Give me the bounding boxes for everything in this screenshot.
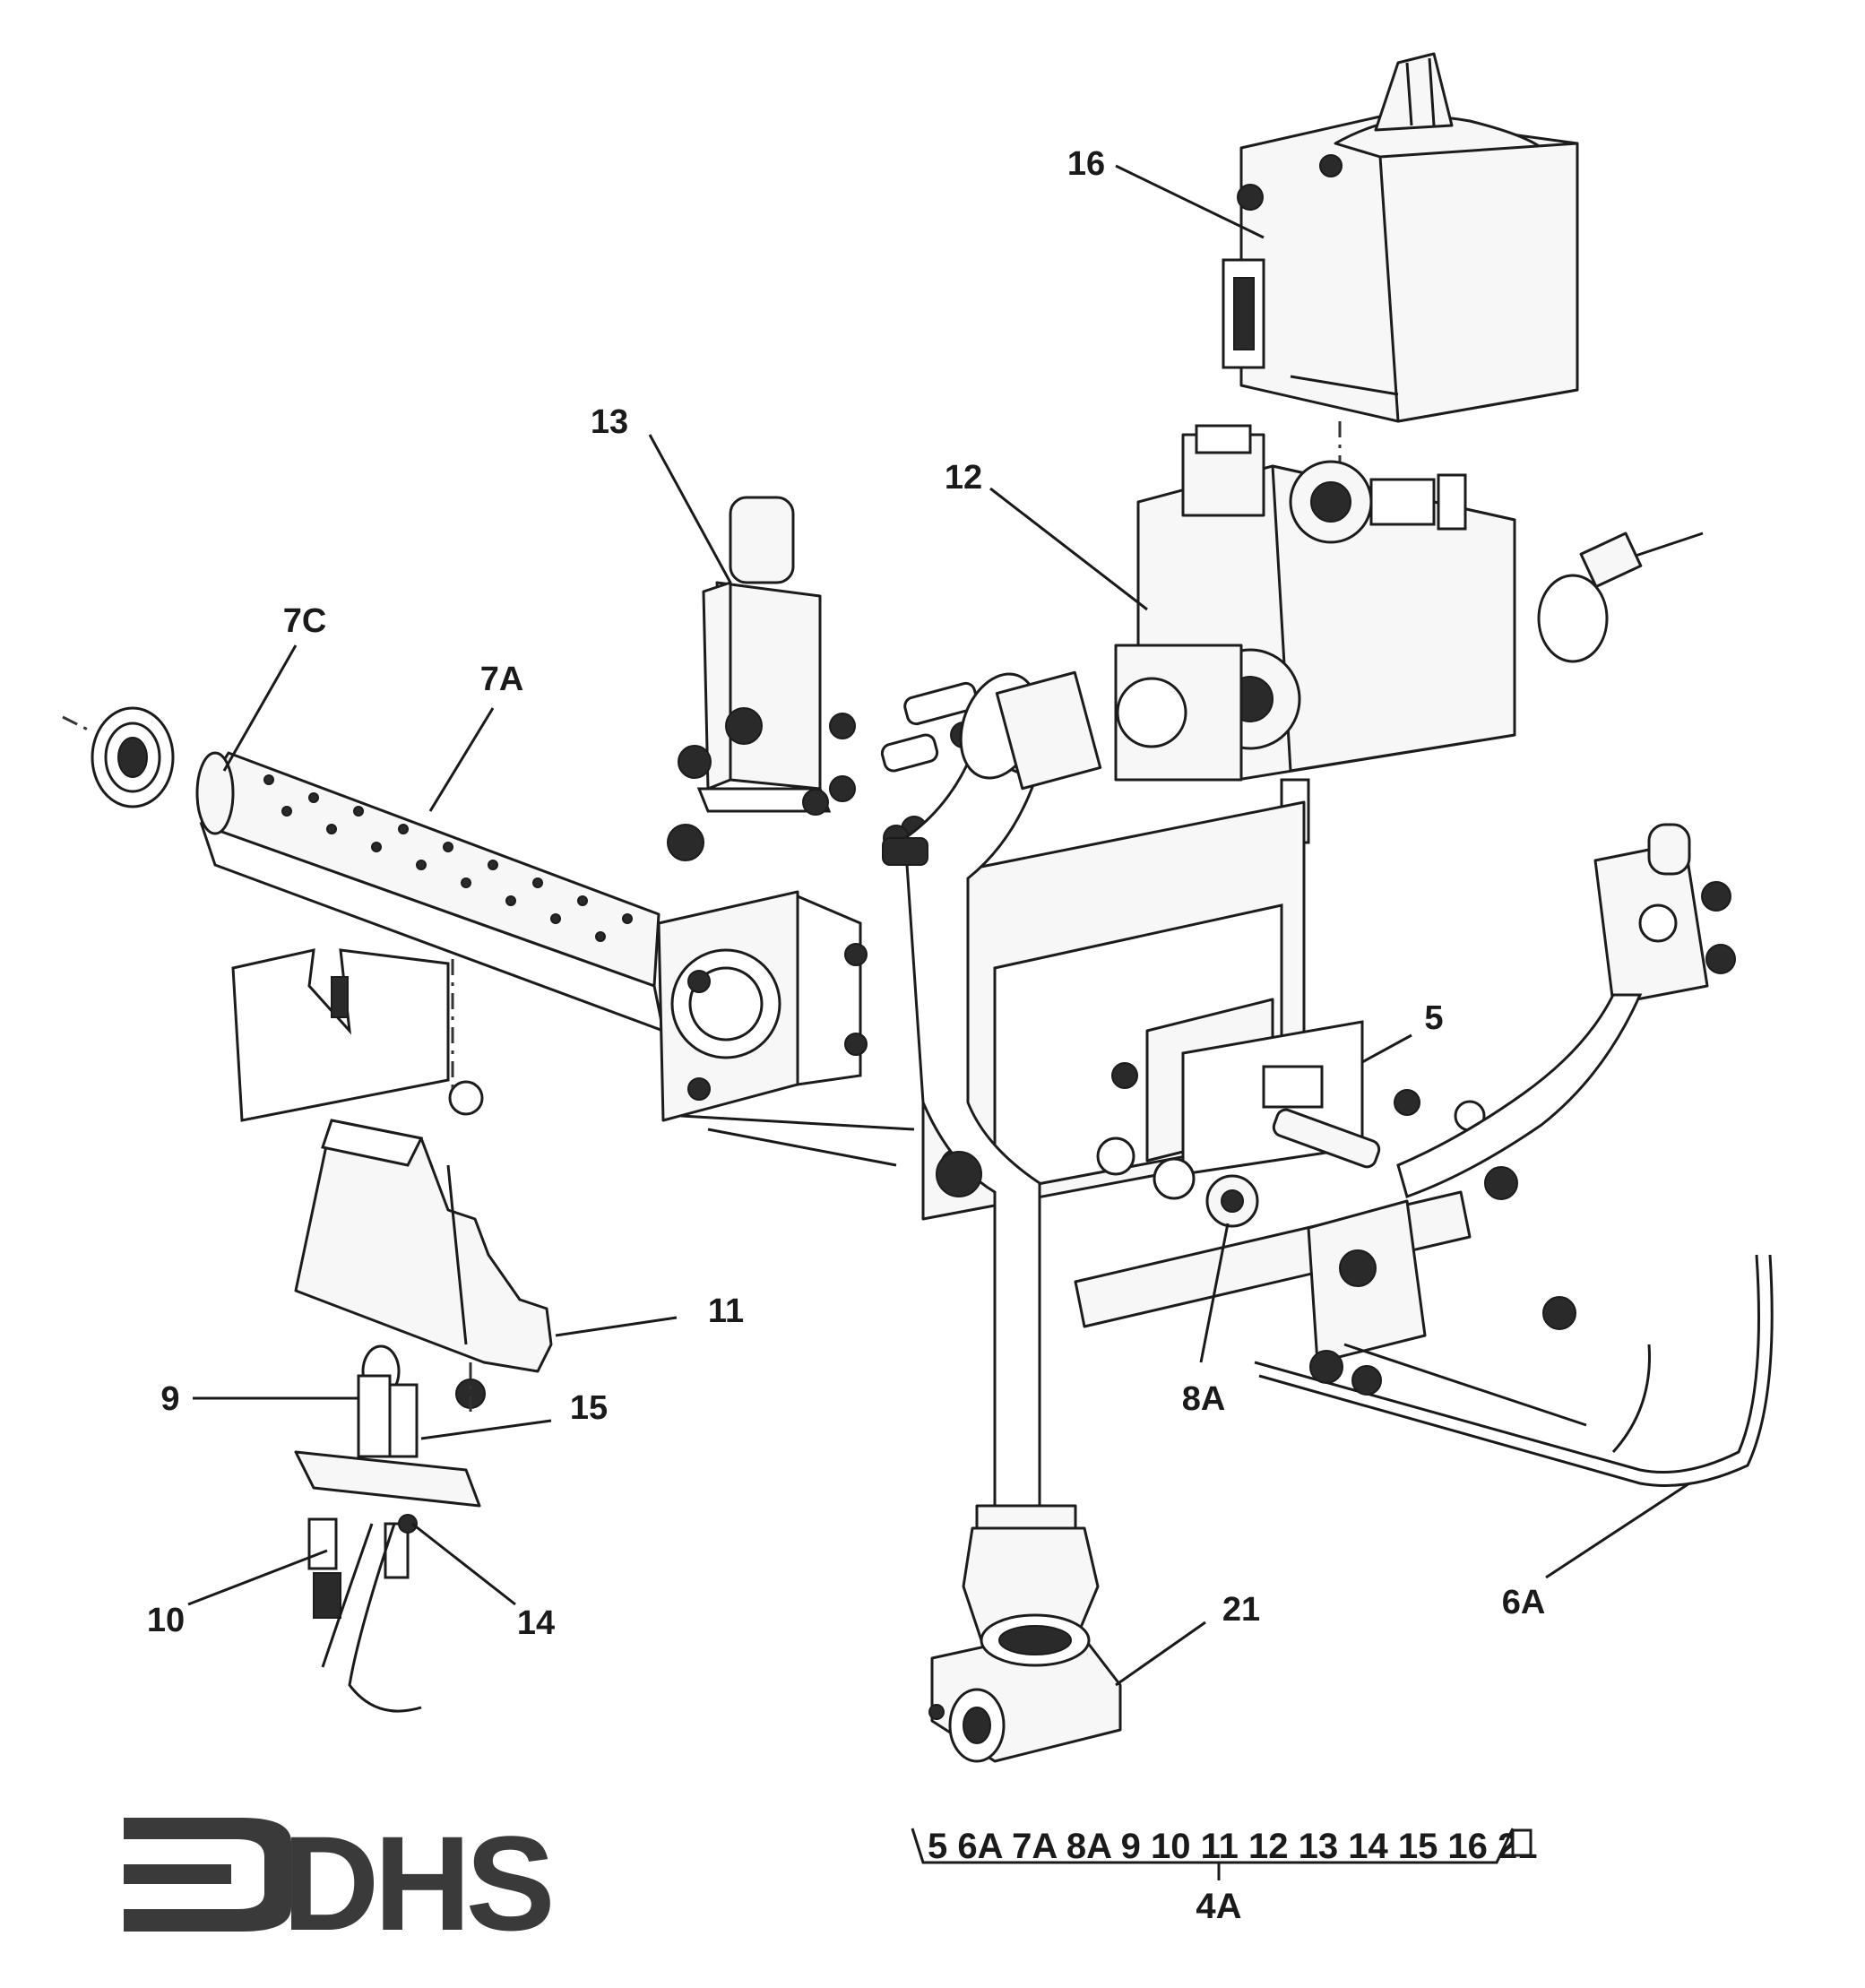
callout-11: 11 xyxy=(708,1292,744,1330)
assembly-bracket: 5 6A 7A 8A 9 10 11 12 13 14 15 16 21 4A xyxy=(911,1827,1538,1926)
burner-mount-plate xyxy=(657,890,868,1122)
parallel-line-1 xyxy=(680,1114,915,1131)
part-16-control-module xyxy=(1222,52,1579,423)
callout-21: 21 xyxy=(1222,1591,1260,1629)
callout-6a: 6A xyxy=(1502,1584,1546,1621)
leader-16 xyxy=(1115,164,1265,239)
logo-bracket-mark xyxy=(124,1818,291,1932)
callout-7c: 7C xyxy=(283,602,327,640)
part-11-heat-shield-lower xyxy=(294,1119,553,1373)
leader-6a xyxy=(1545,1482,1690,1579)
assembly-label: 4A xyxy=(1196,1887,1241,1926)
leader-5 xyxy=(1361,1033,1412,1064)
callout-9: 9 xyxy=(160,1380,179,1418)
leader-8a xyxy=(1199,1223,1230,1363)
leader-11 xyxy=(555,1316,678,1337)
callout-12: 12 xyxy=(945,459,982,497)
dhs-logo: DHS xyxy=(124,1808,557,1958)
logo-text: DHS xyxy=(282,1808,551,1958)
part-8a-orifice xyxy=(1153,1157,1259,1228)
leader-7c xyxy=(222,644,298,772)
part-7c-air-shutter xyxy=(62,706,235,835)
parallel-line-2 xyxy=(707,1128,897,1167)
callout-7a: 7A xyxy=(480,661,524,698)
leader-15 xyxy=(420,1419,552,1440)
manifold-pipe xyxy=(882,670,1102,1642)
inlet-fitting xyxy=(1537,532,1704,663)
leader-10 xyxy=(187,1549,328,1606)
part-5-gasket xyxy=(1111,998,1486,1176)
callout-15: 15 xyxy=(570,1389,608,1427)
part-12-gas-valve xyxy=(1114,424,1516,844)
callout-16: 16 xyxy=(1067,145,1105,183)
parts-list-text: 5 6A 7A 8A 9 10 11 12 13 14 15 16 21 xyxy=(928,1827,1538,1866)
pilot-burner-assembly xyxy=(294,1344,486,1713)
callout-10: 10 xyxy=(147,1602,185,1639)
callout-14: 14 xyxy=(517,1604,555,1642)
callout-5: 5 xyxy=(1424,999,1443,1037)
leader-14 xyxy=(411,1522,516,1606)
heat-shield-upper xyxy=(231,948,484,1122)
leader-12 xyxy=(989,487,1148,611)
leader-7a xyxy=(428,707,495,812)
callout-8a: 8A xyxy=(1182,1380,1226,1418)
part-6a-pilot-tube xyxy=(1254,823,1774,1487)
callout-13: 13 xyxy=(591,403,628,441)
part-21-union xyxy=(928,1613,1122,1763)
part-13-igniter xyxy=(667,496,832,861)
leader-13 xyxy=(648,434,732,583)
leader-21 xyxy=(1115,1621,1206,1687)
